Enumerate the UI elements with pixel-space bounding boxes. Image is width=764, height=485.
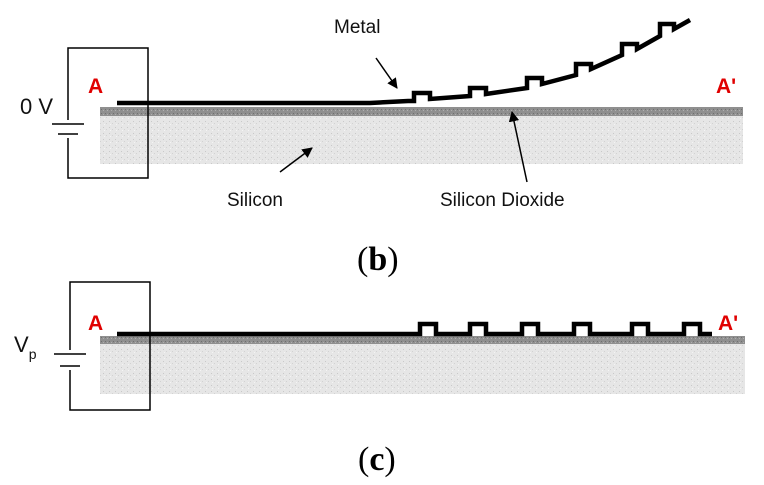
voltage-label: Vp bbox=[14, 332, 37, 362]
silicon-substrate bbox=[100, 116, 743, 164]
voltage-label: 0 V bbox=[20, 94, 53, 119]
panel-b: 0 V A A' Metal Silicon Silicon Dioxide (… bbox=[20, 17, 743, 278]
circuit-wire bbox=[67, 47, 149, 179]
silicon-label: Silicon bbox=[227, 190, 283, 211]
panel-c: Vp A A' (c) bbox=[14, 281, 745, 478]
silicon-arrow bbox=[279, 147, 313, 173]
oxide-arrow bbox=[508, 110, 528, 183]
metal-beam bbox=[117, 18, 692, 106]
caption-b: (b) bbox=[357, 241, 399, 278]
circuit-wire bbox=[69, 281, 151, 411]
silicon-dioxide-layer bbox=[100, 336, 745, 344]
silicon-dioxide-label: Silicon Dioxide bbox=[440, 190, 565, 211]
terminal-a-label: A bbox=[88, 75, 103, 98]
terminal-a-prime-label: A' bbox=[718, 312, 738, 335]
caption-c: (c) bbox=[358, 441, 396, 478]
battery-symbol bbox=[52, 120, 84, 138]
silicon-dioxide-layer bbox=[100, 107, 743, 116]
metal-label: Metal bbox=[334, 17, 380, 38]
metal-arrow bbox=[375, 57, 398, 89]
silicon-substrate bbox=[100, 344, 745, 394]
terminal-a-prime-label: A' bbox=[716, 75, 736, 98]
battery-symbol bbox=[54, 350, 86, 370]
metal-beam bbox=[117, 321, 712, 337]
terminal-a-label: A bbox=[88, 312, 103, 335]
